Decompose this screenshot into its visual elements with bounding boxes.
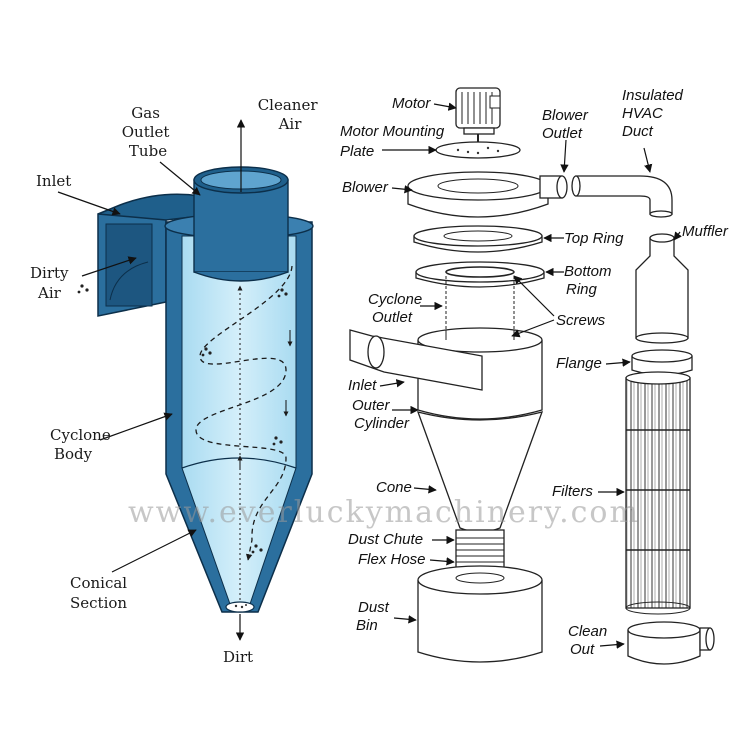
label-inlet: Inlet bbox=[36, 172, 71, 190]
label-cone: Cone bbox=[376, 479, 412, 496]
dirt-particles bbox=[77, 284, 288, 554]
label-cyclone-body: Cyclone Body bbox=[50, 426, 116, 463]
motor-mounting-plate bbox=[435, 141, 521, 159]
label-motor: Motor bbox=[392, 95, 431, 112]
label-blower: Blower bbox=[342, 179, 389, 196]
label-conical-section: Conical Section bbox=[70, 574, 132, 612]
left-labels: Gas Outlet Tube Cleaner Air Inlet Dirty … bbox=[30, 96, 323, 666]
flex-hose bbox=[455, 529, 505, 573]
exploded-view bbox=[349, 87, 715, 665]
cyclone-cutaway bbox=[77, 166, 314, 613]
label-dust-chute: Dust Chute bbox=[348, 531, 423, 548]
label-outer-cylinder: Outer Cylinder bbox=[352, 397, 410, 432]
right-labels: Motor Motor Mounting Plate Blower Outlet… bbox=[340, 87, 729, 658]
label-flex-hose: Flex Hose bbox=[358, 551, 426, 568]
label-bottom-ring: Bottom Ring bbox=[564, 263, 616, 298]
watermark: www.everluckymachinery.com bbox=[128, 495, 640, 530]
vortex-path bbox=[195, 265, 293, 561]
flange bbox=[631, 349, 693, 376]
label-blower-outlet: Blower Outlet bbox=[542, 107, 592, 142]
motor bbox=[455, 87, 501, 146]
label-clean-out: Clean Out bbox=[568, 623, 611, 658]
label-screws: Screws bbox=[556, 312, 606, 329]
right-label-arrows bbox=[379, 102, 682, 649]
label-dirt: Dirt bbox=[223, 648, 253, 666]
bottom-ring bbox=[415, 261, 545, 288]
clean-out bbox=[627, 621, 715, 665]
label-flange: Flange bbox=[556, 355, 602, 372]
dust-bin bbox=[417, 565, 543, 663]
label-dust-bin: Dust Bin bbox=[356, 599, 393, 634]
label-dirty-air: Dirty Air bbox=[30, 264, 73, 302]
label-cyclone-outlet: Cyclone Outlet bbox=[368, 291, 426, 326]
filters bbox=[625, 371, 691, 615]
label-top-ring: Top Ring bbox=[564, 230, 624, 247]
dust-outlet bbox=[225, 601, 255, 613]
top-ring bbox=[413, 225, 543, 253]
blower bbox=[407, 171, 568, 218]
label-muffler: Muffler bbox=[682, 223, 729, 240]
cyclone-inlet bbox=[349, 329, 483, 391]
label-insulated-hvac-duct: Insulated HVAC Duct bbox=[622, 87, 687, 140]
label-filters: Filters bbox=[552, 483, 593, 500]
hvac-duct bbox=[571, 175, 673, 218]
label-gas-outlet-tube: Gas Outlet Tube bbox=[122, 104, 174, 160]
label-inlet-right: Inlet bbox=[348, 377, 377, 394]
label-cleaner-air: Cleaner Air bbox=[258, 96, 323, 133]
muffler bbox=[635, 233, 689, 344]
left-label-arrows bbox=[57, 119, 246, 641]
label-motor-mounting-plate: Motor Mounting Plate bbox=[340, 123, 448, 160]
